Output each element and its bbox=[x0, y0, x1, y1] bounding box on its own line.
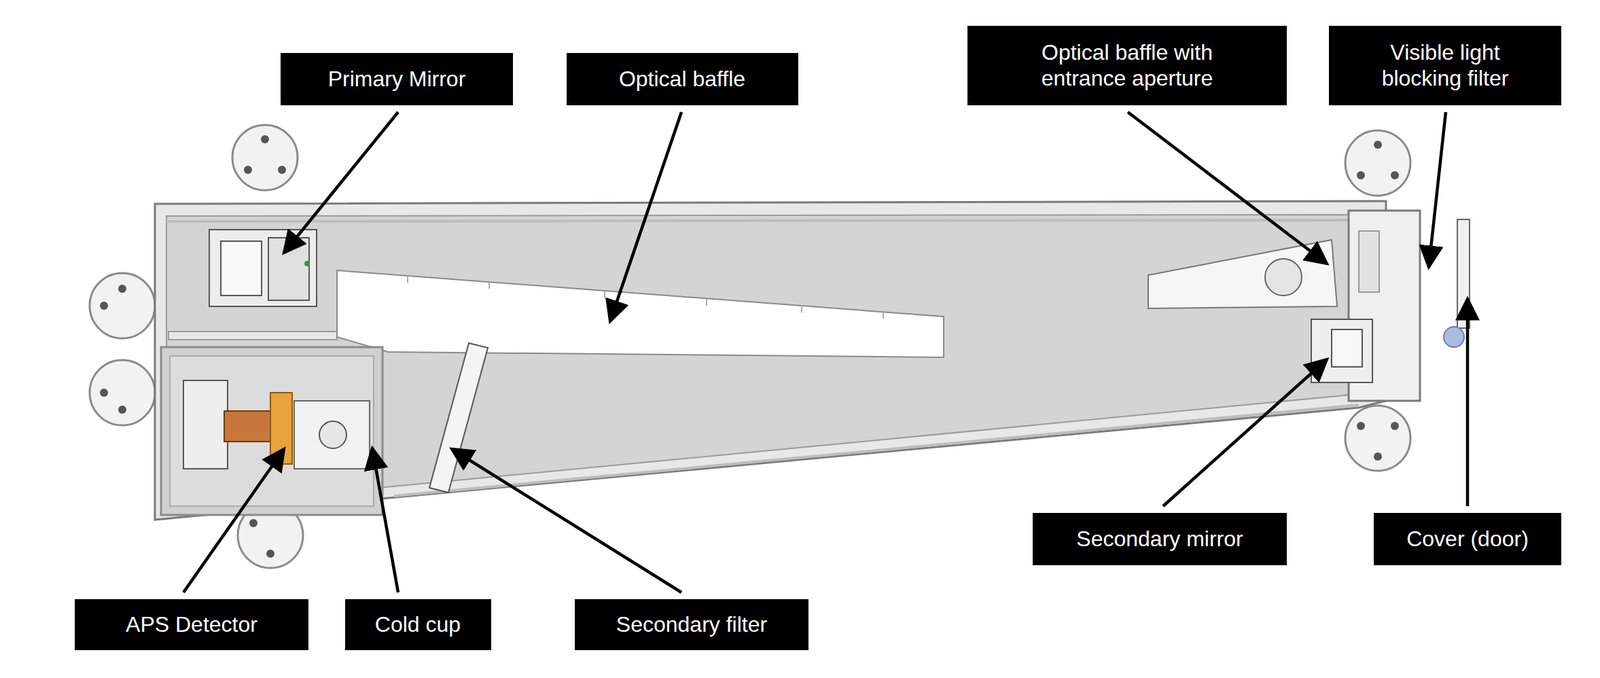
entrance-aperture bbox=[1265, 258, 1302, 296]
label-box: Cover (door) bbox=[1373, 512, 1562, 566]
housing bbox=[154, 201, 1386, 520]
part-label: Cover (door) bbox=[1406, 525, 1529, 552]
cold-cup-bolt bbox=[319, 421, 347, 449]
compartment-inner bbox=[169, 356, 374, 507]
part-label: APS Detector bbox=[125, 611, 258, 638]
housing-cavity bbox=[166, 214, 1359, 509]
part-label: Optical baffle bbox=[618, 65, 746, 92]
baffle-vane bbox=[407, 275, 884, 319]
cold-cup bbox=[294, 400, 370, 469]
label-box: Optical baffle bbox=[566, 52, 799, 106]
label-box: Primary Mirror bbox=[280, 52, 513, 106]
mirror-mount bbox=[1331, 329, 1363, 367]
label-box: Secondary mirror bbox=[1032, 512, 1287, 566]
flex-cable bbox=[224, 411, 272, 442]
label-box: APS Detector bbox=[74, 599, 309, 651]
label-box: Optical baffle with entrance aperture bbox=[967, 25, 1287, 106]
mounting-tab bbox=[89, 125, 1411, 568]
wall-edge bbox=[166, 220, 1359, 222]
part-label: Secondary mirror bbox=[1076, 525, 1243, 552]
part-label: Secondary filter bbox=[616, 611, 768, 638]
label-box: Visible light blocking filter bbox=[1328, 25, 1562, 106]
door-hinge bbox=[1443, 326, 1465, 348]
secondary-mirror bbox=[1311, 319, 1373, 383]
mirror-mount bbox=[220, 241, 262, 296]
part-label: Cold cup bbox=[375, 611, 461, 638]
part-label: Visible light blocking filter bbox=[1366, 39, 1524, 92]
wall-edge bbox=[394, 404, 1359, 496]
compartment-wall bbox=[168, 331, 337, 340]
label-box: Cold cup bbox=[345, 599, 492, 651]
part-label: Optical baffle with entrance aperture bbox=[1008, 39, 1247, 92]
label-box: Secondary filter bbox=[574, 599, 809, 651]
tab-hole bbox=[99, 135, 1399, 558]
secondary-filter bbox=[429, 343, 488, 493]
primary-mirror bbox=[209, 229, 317, 307]
leader-line bbox=[183, 112, 1468, 593]
indicator-dot bbox=[304, 260, 310, 267]
detector-bracket bbox=[183, 380, 228, 469]
optical-baffle bbox=[336, 270, 944, 358]
detector-compartment bbox=[161, 347, 383, 515]
visible-filter bbox=[1358, 230, 1380, 293]
part-label: Primary Mirror bbox=[328, 65, 467, 92]
